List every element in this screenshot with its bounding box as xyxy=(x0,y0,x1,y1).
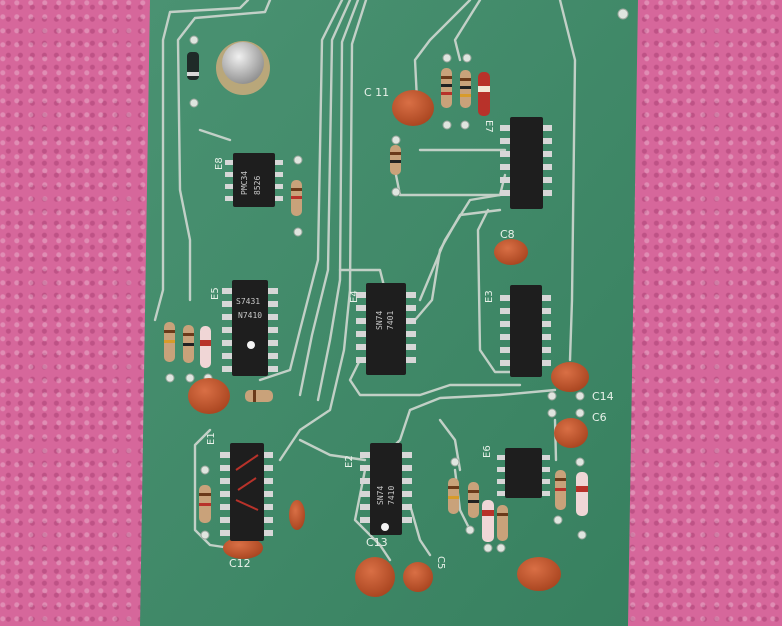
e2-marking-line1: SN74 xyxy=(376,486,385,505)
e5-marking-line2: N7410 xyxy=(238,311,262,320)
e8-marking-bottom: 8526 xyxy=(253,176,262,195)
label-e6: E6 xyxy=(482,445,493,458)
label-e2: E2 xyxy=(344,455,355,468)
label-c5: C5 xyxy=(435,556,446,569)
e2-marking-line2: 7410 xyxy=(387,486,396,505)
label-c12: C12 xyxy=(229,557,251,570)
e4-marking-line2: 7401 xyxy=(386,311,395,330)
label-c13: C13 xyxy=(366,536,388,549)
label-e8: E8 xyxy=(214,157,225,170)
label-c14: C14 xyxy=(592,390,614,403)
label-e5: E5 xyxy=(210,287,221,300)
copper-traces xyxy=(153,0,577,562)
e4-marking-line1: SN74 xyxy=(375,311,384,330)
diode xyxy=(187,52,199,80)
e5-marking-line1: S7431 xyxy=(236,297,260,306)
label-c11: C 11 xyxy=(364,86,389,99)
label-e7: E7 xyxy=(483,120,494,133)
e8-marking-top: PMC34 xyxy=(240,171,249,195)
label-e3: E3 xyxy=(484,290,495,303)
transistor-can xyxy=(216,41,270,95)
label-e4: E4 xyxy=(349,290,360,303)
ceramic-capacitors xyxy=(188,90,589,597)
label-c6: C6 xyxy=(592,411,607,424)
label-c8: C8 xyxy=(500,228,515,241)
resistors xyxy=(164,68,588,542)
label-e1: E1 xyxy=(206,432,217,445)
chip-markings: PMC34 8526 S7431 N7410 SN74 7401 SN74 74… xyxy=(236,171,396,505)
ic-chips xyxy=(220,117,552,541)
solder-pads xyxy=(165,8,629,553)
silkscreen-labels: C 11 C8 C14 C6 C13 C5 C12 E4 E3 E2 E5 E6… xyxy=(206,86,614,570)
